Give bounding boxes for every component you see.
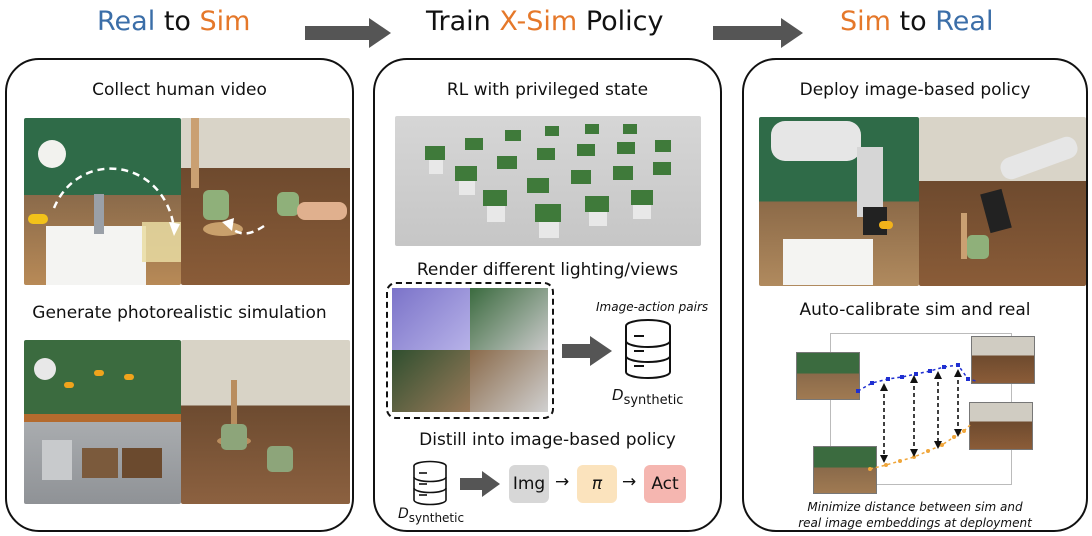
calib-thumb-sim-1 — [796, 352, 860, 400]
caption-distill-policy: Distill into image-based policy — [419, 430, 676, 450]
database-icon — [413, 460, 447, 506]
caption-auto-calibrate: Auto-calibrate sim and real — [799, 300, 1031, 320]
rendered-view-4 — [470, 350, 548, 412]
header-center-word3: Policy — [585, 6, 664, 37]
real-trajectory-points — [868, 429, 966, 471]
header-right-title: Sim to Real — [840, 6, 993, 37]
right-arrow-icon — [460, 471, 504, 497]
simulation-image-left — [24, 340, 181, 504]
rendered-view-2 — [470, 288, 548, 350]
act-chip: Act — [644, 465, 686, 503]
header-arrow-2 — [713, 18, 808, 48]
header-right-word1: Sim — [840, 6, 891, 37]
header-left-word2: to — [163, 6, 191, 37]
calibration-note-line2: real image embeddings at deployment — [798, 516, 1032, 530]
header-right-word2: to — [899, 6, 927, 37]
deploy-image-right — [919, 117, 1086, 286]
panel-real-to-sim — [5, 58, 354, 532]
real-trajectory — [869, 424, 971, 470]
sim-trajectory-points — [856, 363, 970, 393]
sim-trajectory — [857, 364, 977, 392]
calib-thumb-real-1 — [969, 402, 1033, 450]
calibration-trajectories — [856, 363, 977, 471]
rendered-views-dashed-box — [386, 282, 554, 419]
dataset-symbol-small: D — [398, 506, 409, 522]
header-right-word3: Real — [935, 6, 994, 37]
caption-generate-simulation: Generate photorealistic simulation — [32, 303, 327, 323]
header-left-word3: Sim — [199, 6, 251, 37]
simulation-image-right — [181, 340, 350, 504]
dataset-label-small: Dsynthetic — [398, 506, 464, 525]
database-icon — [625, 319, 671, 379]
right-arrow-icon — [562, 336, 612, 366]
calibration-note-line1: Minimize distance between sim and — [807, 500, 1023, 514]
sim-env-grid — [425, 124, 671, 238]
motion-path-overlay — [52, 167, 265, 236]
dataset-subscript: synthetic — [623, 393, 684, 408]
rendered-view-1 — [392, 288, 470, 350]
deploy-image-left — [759, 117, 919, 286]
dataset-label: Dsynthetic — [612, 386, 683, 408]
header-left-title: Real to Sim — [97, 6, 250, 37]
distance-arrows — [883, 373, 959, 459]
header-arrow-1 — [305, 18, 395, 48]
caption-deploy-policy: Deploy image-based policy — [799, 80, 1031, 100]
caption-rl-privileged-state: RL with privileged state — [446, 80, 649, 100]
img-chip: Img — [509, 465, 549, 503]
header-center-word1: Train — [426, 6, 491, 37]
small-arrow-1: → — [555, 472, 570, 492]
dataset-subscript-small: synthetic — [408, 510, 465, 525]
small-arrow-2: → — [622, 472, 637, 492]
human-video-image-left — [24, 118, 181, 285]
caption-collect-human-video: Collect human video — [92, 80, 267, 100]
panel-sim-to-real — [742, 58, 1088, 532]
rendered-view-3 — [392, 350, 470, 412]
calib-thumb-sim-2 — [971, 336, 1035, 384]
header-left-word1: Real — [97, 6, 156, 37]
parallel-sim-envs-image — [395, 116, 701, 246]
header-center-word2: X-Sim — [499, 6, 578, 37]
panel-train-policy — [373, 58, 722, 532]
human-video-image-right — [181, 118, 350, 285]
dataset-symbol: D — [612, 386, 624, 404]
header-center-title: Train X-Sim Policy — [426, 6, 664, 37]
calib-thumb-real-2 — [813, 446, 877, 494]
image-action-pairs-label: Image-action pairs — [596, 300, 709, 314]
caption-render-lighting-views: Render different lighting/views — [416, 260, 679, 280]
pi-chip: π — [577, 465, 617, 503]
